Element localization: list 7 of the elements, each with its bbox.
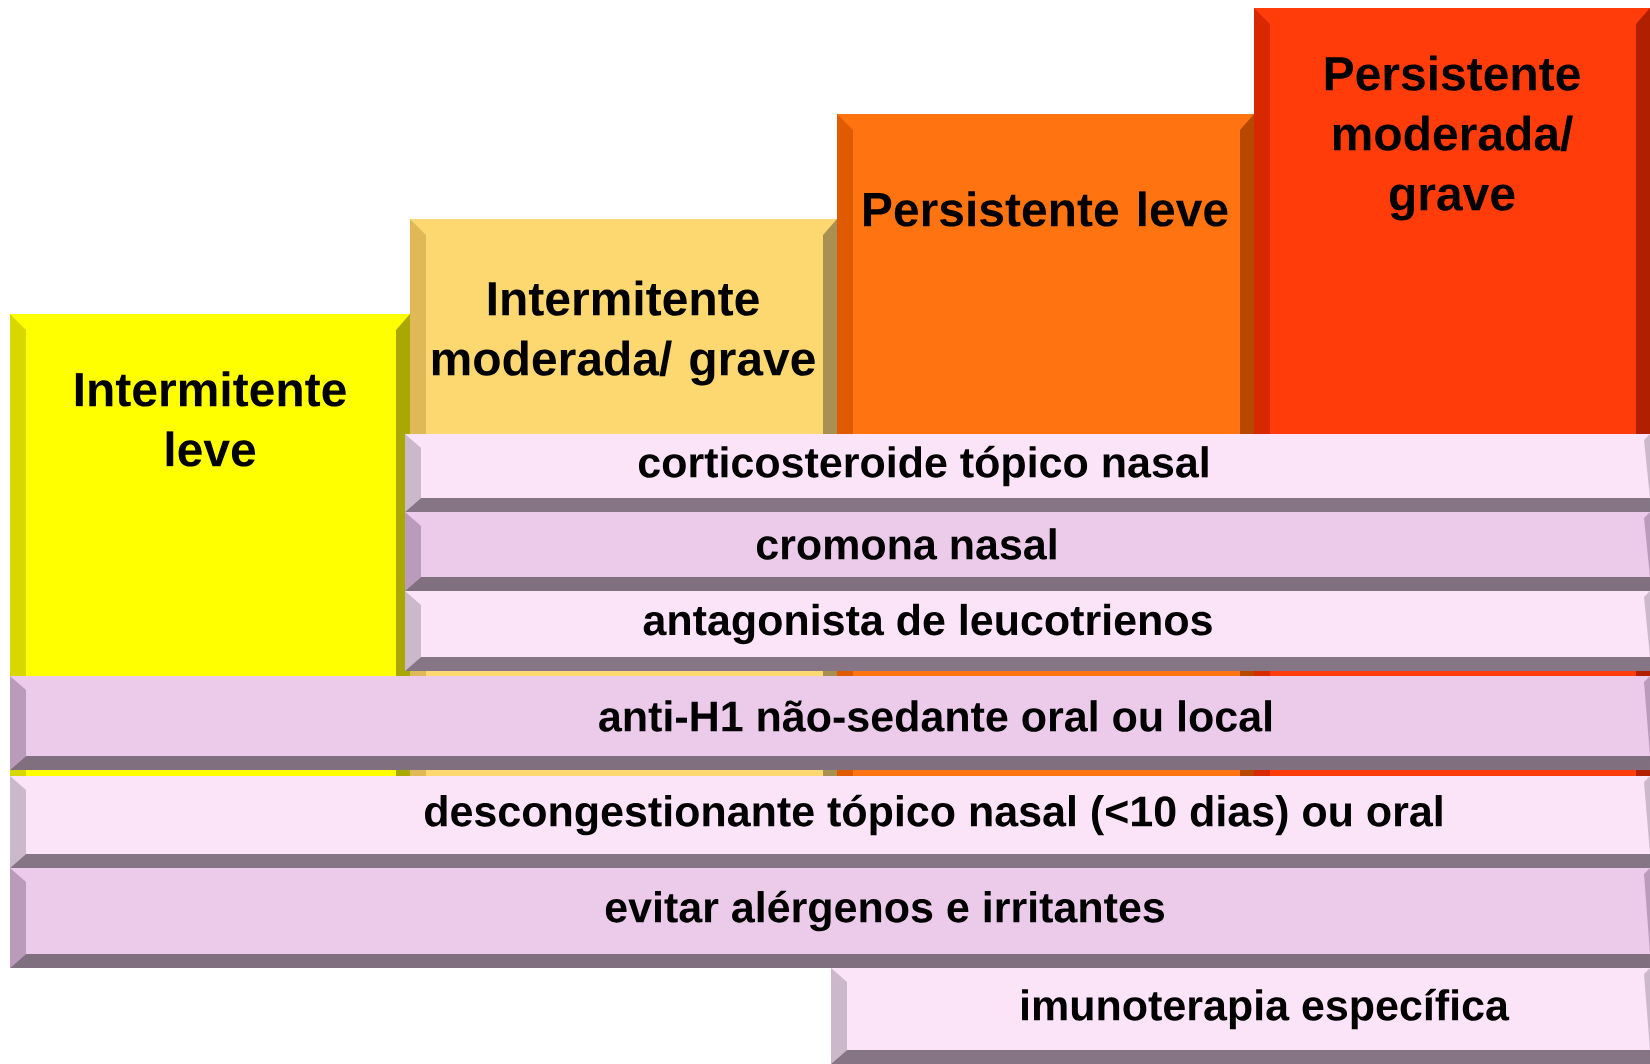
treatment-bar: descongestionante tópico nasal (<10 dias) ou oral	[10, 776, 1650, 868]
treatment-bar: antagonista de leucotrienos	[405, 591, 1650, 671]
treatment-bar: corticosteroide tópico nasal	[405, 434, 1650, 512]
treatment-bar: imunoterapia específica	[831, 968, 1650, 1064]
treatment-bar: anti-H1 não-sedante oral ou local	[10, 676, 1650, 770]
treatment-bar: evitar alérgenos e irritantes	[10, 868, 1650, 968]
treatment-bar: cromona nasal	[405, 512, 1650, 591]
